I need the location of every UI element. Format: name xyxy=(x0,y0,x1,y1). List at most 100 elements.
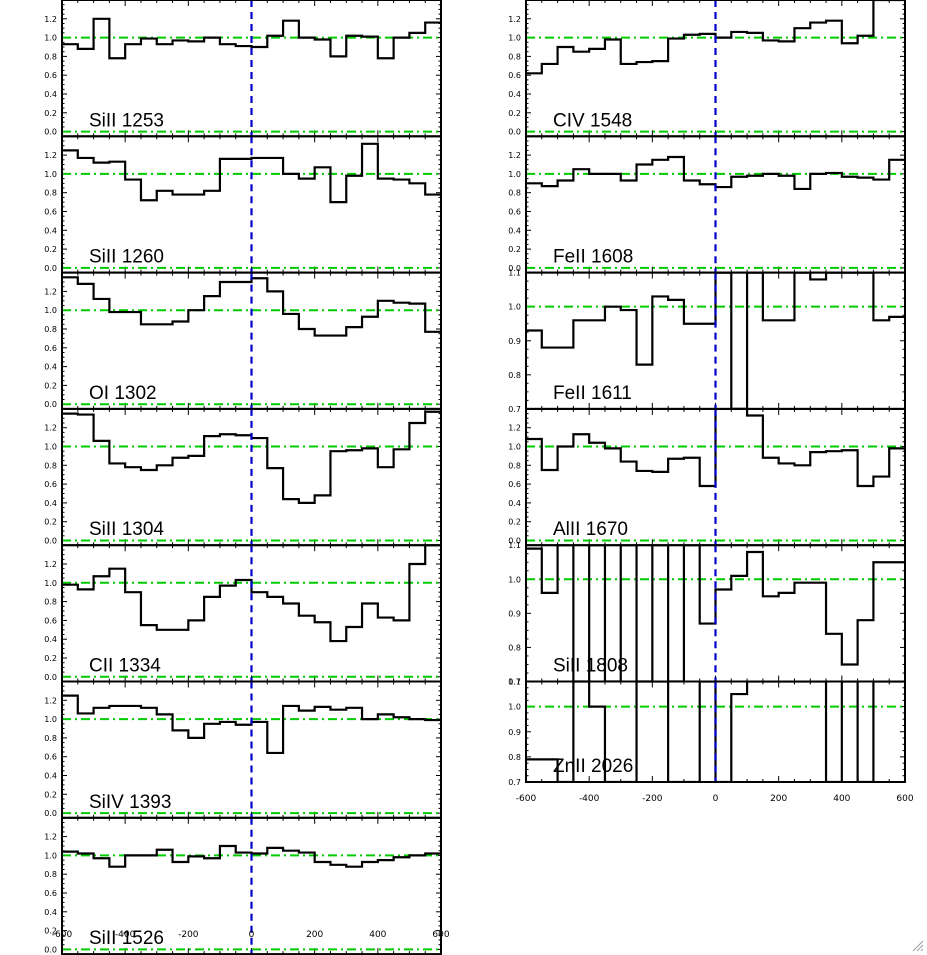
y-tick-label: 0.6 xyxy=(44,208,57,217)
x-tick-label: 200 xyxy=(306,930,323,940)
y-tick-label: 1.2 xyxy=(508,151,521,160)
y-tick-label: 0.0 xyxy=(508,264,521,273)
y-tick-label: 1.2 xyxy=(44,424,57,433)
y-tick-label: 0.8 xyxy=(508,753,521,762)
y-tick-label: 0.4 xyxy=(44,499,57,508)
panel-label: SiII 1526 xyxy=(89,928,164,949)
y-tick-label: 1.1 xyxy=(508,678,521,687)
panel-frame xyxy=(61,816,442,955)
y-tick-label: 0.8 xyxy=(44,52,57,61)
spectrum-series xyxy=(526,545,905,682)
y-tick-label: 1.0 xyxy=(508,303,521,312)
panel-label: CII 1334 xyxy=(89,656,161,677)
y-tick-label: 1.0 xyxy=(44,579,57,588)
y-tick-label: 1.1 xyxy=(508,269,521,278)
x-tick-label: -400 xyxy=(579,794,600,804)
resize-grip-icon[interactable] xyxy=(912,940,924,952)
y-tick-label: 0.2 xyxy=(44,518,57,527)
x-tick-label: 600 xyxy=(896,794,913,804)
y-tick-label: 0.4 xyxy=(44,363,57,372)
y-tick-label: 0.6 xyxy=(44,889,57,898)
y-tick-label: 0.8 xyxy=(508,371,521,380)
y-tick-label: 0.6 xyxy=(44,616,57,625)
panel-label: OI 1302 xyxy=(89,383,157,404)
panel-label: CIV 1548 xyxy=(553,110,632,131)
y-tick-label: 0.8 xyxy=(44,870,57,879)
panel-label: AlII 1670 xyxy=(553,519,628,540)
y-tick-label: 0.8 xyxy=(44,598,57,607)
y-tick-label: 0.2 xyxy=(44,927,57,936)
y-tick-label: 1.2 xyxy=(44,696,57,705)
y-tick-label: 0.9 xyxy=(508,609,521,618)
y-tick-label: 0.0 xyxy=(508,537,521,546)
y-tick-label: 0.7 xyxy=(508,405,521,414)
y-tick-label: 1.2 xyxy=(508,424,521,433)
spectrum-series xyxy=(62,17,441,60)
spectrum-series xyxy=(62,276,441,337)
y-tick-label: 0.2 xyxy=(508,245,521,254)
y-tick-label: 0.6 xyxy=(44,480,57,489)
x-tick-label: -600 xyxy=(516,794,537,804)
x-tick-label: -200 xyxy=(642,794,663,804)
y-tick-label: 0.8 xyxy=(508,52,521,61)
y-tick-label: 1.1 xyxy=(508,541,521,550)
spectrum-series xyxy=(526,681,905,782)
y-tick-label: 0.8 xyxy=(44,325,57,334)
y-tick-label: 1.0 xyxy=(508,443,521,452)
spectrum-series xyxy=(62,844,441,868)
y-tick-label: 0.7 xyxy=(508,678,521,687)
spectrum-series xyxy=(526,0,905,75)
panel-label: SiII 1253 xyxy=(89,110,164,131)
y-tick-label: 0.0 xyxy=(44,945,57,954)
panel-frame xyxy=(525,680,906,783)
y-tick-label: 1.0 xyxy=(508,170,521,179)
y-tick-label: 1.2 xyxy=(44,15,57,24)
y-tick-label: 1.2 xyxy=(44,560,57,569)
x-tick-label: -400 xyxy=(115,930,136,940)
y-tick-label: 0.0 xyxy=(44,400,57,409)
y-tick-label: 0.4 xyxy=(44,908,57,917)
y-tick-label: 0.4 xyxy=(44,90,57,99)
y-tick-label: 0.6 xyxy=(508,71,521,80)
x-tick-label: -200 xyxy=(178,930,199,940)
y-tick-label: 0.2 xyxy=(44,109,57,118)
spectrum-series xyxy=(62,545,441,643)
y-tick-label: 1.2 xyxy=(44,151,57,160)
x-tick-label: 0 xyxy=(713,794,719,804)
y-tick-label: 0.2 xyxy=(44,245,57,254)
x-tick-label: 600 xyxy=(432,930,449,940)
y-tick-label: 0.2 xyxy=(508,518,521,527)
x-tick-label: 200 xyxy=(770,794,787,804)
y-tick-label: 0.6 xyxy=(508,480,521,489)
y-tick-label: 1.2 xyxy=(44,287,57,296)
panel-label: FeII 1611 xyxy=(553,383,632,404)
spectrum-series xyxy=(62,142,441,204)
y-tick-label: 1.0 xyxy=(44,170,57,179)
y-tick-label: 0.4 xyxy=(508,90,521,99)
y-tick-label: 1.0 xyxy=(508,703,521,712)
panel-label: ZnII 2026 xyxy=(553,756,633,777)
y-tick-label: 0.0 xyxy=(44,128,57,137)
y-tick-label: 0.2 xyxy=(44,790,57,799)
y-tick-label: 0.9 xyxy=(508,337,521,346)
y-tick-label: 0.2 xyxy=(508,109,521,118)
y-tick-label: 0.6 xyxy=(44,753,57,762)
y-tick-label: 0.7 xyxy=(508,778,521,787)
panel-label: SiIV 1393 xyxy=(89,792,171,813)
y-tick-label: 1.0 xyxy=(44,851,57,860)
y-tick-label: 0.8 xyxy=(508,643,521,652)
x-tick-label: -600 xyxy=(52,930,73,940)
